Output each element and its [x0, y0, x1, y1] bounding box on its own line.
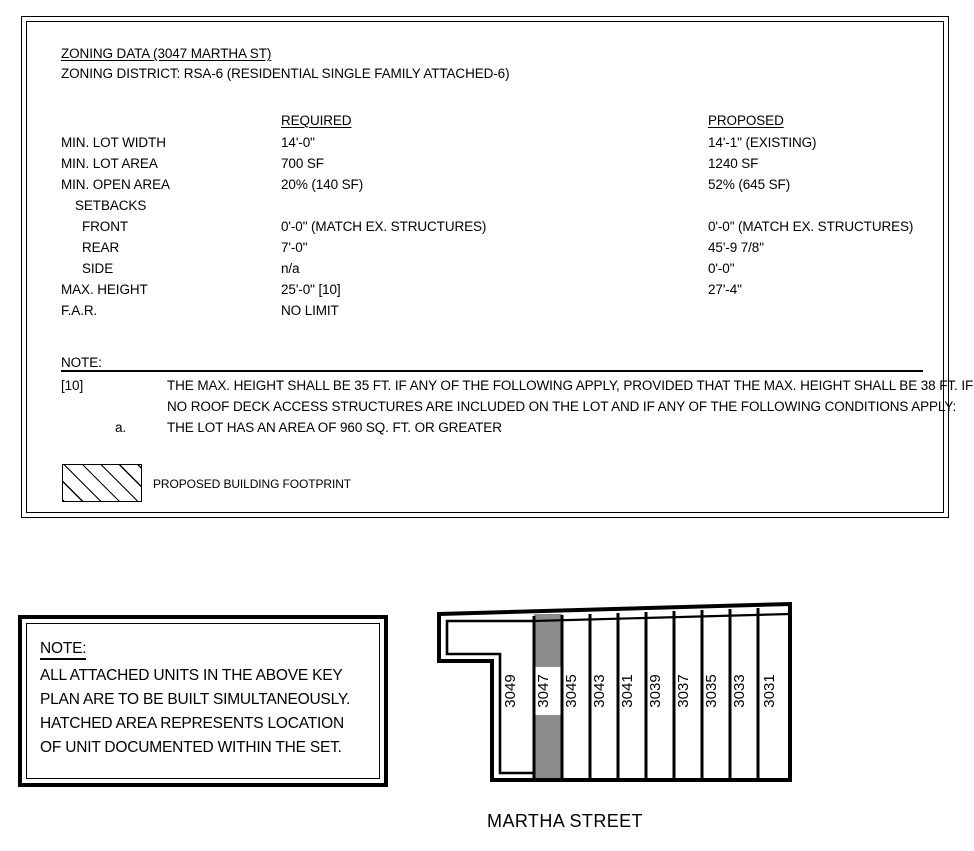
- unit-number-labels: 3049 3047 3045 3043 3041 3039 3037 3035 …: [502, 674, 778, 707]
- column-header-required: REQUIRED: [281, 113, 352, 128]
- unit-number-3041: 3041: [619, 674, 636, 707]
- row-label-min-lot-width: MIN. LOT WIDTH: [61, 135, 166, 150]
- row-proposed-side: 0'-0": [708, 261, 735, 276]
- note-tag-10: [10]: [61, 378, 84, 393]
- unit-number-3047: 3047: [535, 674, 552, 707]
- unit-number-3049: 3049: [502, 674, 519, 707]
- row-label-front: FRONT: [82, 219, 128, 234]
- row-label-setbacks: SETBACKS: [75, 198, 147, 213]
- row-proposed-min-lot-area: 1240 SF: [708, 156, 759, 171]
- key-plan-note-heading-wrap: NOTE:: [40, 637, 379, 664]
- key-plan-note-line-4: OF UNIT DOCUMENTED WITHIN THE SET.: [40, 739, 342, 756]
- row-required-max-height: 25'-0" [10]: [281, 282, 341, 297]
- street-label-wrap: MARTHA STREET: [0, 811, 974, 832]
- note-heading: NOTE:: [61, 355, 102, 370]
- row-required-min-lot-width: 14'-0": [281, 135, 315, 150]
- row-required-min-lot-area: 700 SF: [281, 156, 324, 171]
- key-plan-diagram: 3049 3047 3045 3043 3041 3039 3037 3035 …: [430, 595, 800, 795]
- key-plan-note-inner-border: NOTE: ALL ATTACHED UNITS IN THE ABOVE KE…: [26, 623, 380, 779]
- row-proposed-min-open-area: 52% (645 SF): [708, 177, 791, 192]
- zoning-data-panel: ZONING DATA (3047 MARTHA ST) ZONING DIST…: [21, 16, 973, 518]
- key-plan-svg: 3049 3047 3045 3043 3041 3039 3037 3035 …: [437, 601, 792, 782]
- highlighted-unit-label-knockout: [534, 667, 562, 715]
- note-sub-line: THE LOT HAS AN AREA OF 960 SQ. FT. OR GR…: [167, 420, 502, 435]
- row-required-front: 0'-0" (MATCH EX. STRUCTURES): [281, 219, 487, 234]
- row-label-min-open-area: MIN. OPEN AREA: [61, 177, 170, 192]
- zoning-data-content: ZONING DATA (3047 MARTHA ST) ZONING DIST…: [27, 22, 973, 512]
- rear-wall-inner-line: [533, 612, 791, 623]
- row-proposed-front: 0'-0" (MATCH EX. STRUCTURES): [708, 219, 914, 234]
- unit-number-3033: 3033: [731, 674, 748, 707]
- street-label: MARTHA STREET: [487, 811, 643, 831]
- unit-number-3045: 3045: [563, 674, 580, 707]
- row-label-min-lot-area: MIN. LOT AREA: [61, 156, 158, 171]
- row-proposed-rear: 45'-9 7/8": [708, 240, 764, 255]
- zoning-data-panel-inner-border: ZONING DATA (3047 MARTHA ST) ZONING DIST…: [26, 21, 973, 513]
- row-label-max-height: MAX. HEIGHT: [61, 282, 148, 297]
- unit-number-3039: 3039: [647, 674, 664, 707]
- unit-number-3035: 3035: [703, 674, 720, 707]
- hatch-legend-label: PROPOSED BUILDING FOOTPRINT: [153, 477, 351, 491]
- key-plan-note-line-2: PLAN ARE TO BE BUILT SIMULTANEOUSLY.: [40, 691, 351, 708]
- note-line-1: THE MAX. HEIGHT SHALL BE 35 FT. IF ANY O…: [167, 378, 974, 393]
- row-required-rear: 7'-0": [281, 240, 308, 255]
- unit-number-3031: 3031: [761, 674, 778, 707]
- row-proposed-min-lot-width: 14'-1" (EXISTING): [708, 135, 817, 150]
- row-label-side: SIDE: [82, 261, 114, 276]
- row-label-rear: REAR: [82, 240, 120, 255]
- row-required-far: NO LIMIT: [281, 303, 339, 318]
- unit-number-3043: 3043: [591, 674, 608, 707]
- row-required-side: n/a: [281, 261, 300, 276]
- key-plan-note-line-1: ALL ATTACHED UNITS IN THE ABOVE KEY: [40, 667, 343, 684]
- unit-number-3037: 3037: [675, 674, 692, 707]
- column-header-proposed: PROPOSED: [708, 113, 784, 128]
- zoning-district-line: ZONING DISTRICT: RSA-6 (RESIDENTIAL SING…: [61, 66, 510, 81]
- note-line-2: NO ROOF DECK ACCESS STRUCTURES ARE INCLU…: [167, 399, 957, 414]
- row-proposed-max-height: 27'-4": [708, 282, 742, 297]
- note-divider: [61, 370, 923, 372]
- key-plan-note-box: NOTE: ALL ATTACHED UNITS IN THE ABOVE KE…: [18, 615, 388, 787]
- key-plan-note-heading: NOTE:: [40, 639, 87, 660]
- row-label-far: F.A.R.: [61, 303, 98, 318]
- zoning-data-title: ZONING DATA (3047 MARTHA ST): [61, 46, 272, 61]
- key-plan-note-line-3: HATCHED AREA REPRESENTS LOCATION: [40, 715, 344, 732]
- block-outline-outer: [437, 601, 792, 782]
- hatch-pattern-swatch: [62, 464, 142, 502]
- row-required-min-open-area: 20% (140 SF): [281, 177, 364, 192]
- party-wall-dividers: [532, 608, 760, 780]
- note-sub-tag-a: a.: [115, 420, 127, 435]
